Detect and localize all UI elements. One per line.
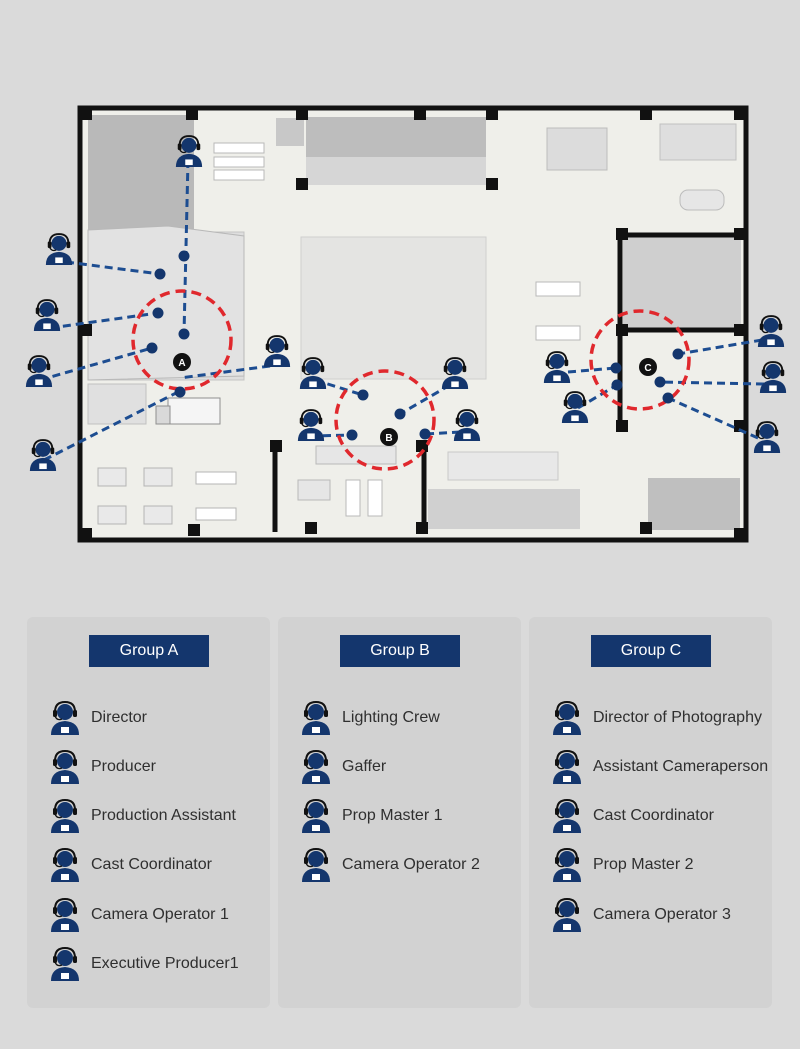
member-lighting-crew: Lighting Crew <box>300 698 440 738</box>
group-b-title: Group B <box>340 635 460 667</box>
zone-c-ring <box>589 309 691 411</box>
headset-person-icon <box>300 749 332 785</box>
member-name: Camera Operator 1 <box>91 906 229 923</box>
member-name: Production Assistant <box>91 807 236 824</box>
headset-person-icon <box>551 847 583 883</box>
member-name: Camera Operator 2 <box>342 856 480 873</box>
member-name: Prop Master 1 <box>342 807 443 824</box>
member-cast-coordinator: Cast Coordinator <box>49 845 212 885</box>
zone-rings <box>131 289 691 471</box>
member-director: Director <box>49 698 147 738</box>
member-name: Producer <box>91 758 156 775</box>
member-gaffer: Gaffer <box>300 747 386 787</box>
member-name: Director <box>91 709 148 726</box>
member-name: Lighting Crew <box>342 709 440 726</box>
zone-marker-a: A <box>173 353 191 371</box>
headset-person-icon <box>551 798 583 834</box>
member-name: Director of Photography <box>593 709 762 726</box>
group-c-panel: Group C Director of Photography Assistan… <box>529 617 772 1008</box>
headset-person-icon <box>300 798 332 834</box>
member-camera-operator-2: Camera Operator 2 <box>300 845 480 885</box>
zone-label-b: B <box>385 433 392 444</box>
member-prop-master-2: Prop Master 2 <box>551 845 693 885</box>
member-cast-coordinator: Cast Coordinator <box>551 796 714 836</box>
member-camera-operator-3: Camera Operator 3 <box>551 895 731 935</box>
headset-person-icon <box>551 897 583 933</box>
member-camera-operator-1: Camera Operator 1 <box>49 895 229 935</box>
zone-label-c: C <box>644 363 651 374</box>
group-a-panel: Group A Director Producer Production Ass… <box>27 617 270 1008</box>
member-executive-producer: Executive Producer1 <box>49 944 239 984</box>
floor-plan-diagram: A B C <box>24 105 788 543</box>
columns <box>80 108 746 540</box>
member-name: Gaffer <box>342 758 387 775</box>
member-name: Camera Operator 3 <box>593 906 731 923</box>
member-producer: Producer <box>49 747 156 787</box>
group-a-title: Group A <box>89 635 209 667</box>
member-assistant-cameraperson: Assistant Cameraperson <box>551 747 768 787</box>
headset-person-icon <box>300 700 332 736</box>
headset-person-icon <box>49 897 81 933</box>
link-nodes <box>146 250 684 441</box>
zone-b-ring <box>334 369 436 471</box>
headset-person-icon <box>551 749 583 785</box>
zone-marker-c: C <box>639 358 657 376</box>
member-name: Executive Producer1 <box>91 955 239 972</box>
member-name: Assistant Cameraperson <box>593 758 769 775</box>
member-director-of-photography: Director of Photography <box>551 698 762 738</box>
furniture-layer <box>87 115 741 530</box>
headset-person-icon <box>49 700 81 736</box>
group-c-title: Group C <box>591 635 711 667</box>
member-production-assistant: Production Assistant <box>49 796 236 836</box>
zone-a-ring <box>131 289 233 391</box>
zone-marker-b: B <box>380 428 398 446</box>
headset-person-icon <box>49 798 81 834</box>
zone-label-a: A <box>178 358 185 369</box>
member-name: Cast Coordinator <box>593 807 714 824</box>
group-b-panel: Group B Lighting Crew Gaffer Prop Master… <box>278 617 521 1008</box>
headset-person-icon <box>49 946 81 982</box>
member-name: Prop Master 2 <box>593 856 694 873</box>
headset-person-icon <box>300 847 332 883</box>
headset-person-icon <box>49 749 81 785</box>
headset-person-icon <box>49 847 81 883</box>
headset-person-icon <box>551 700 583 736</box>
member-name: Cast Coordinator <box>91 856 212 873</box>
member-prop-master-1: Prop Master 1 <box>300 796 442 836</box>
